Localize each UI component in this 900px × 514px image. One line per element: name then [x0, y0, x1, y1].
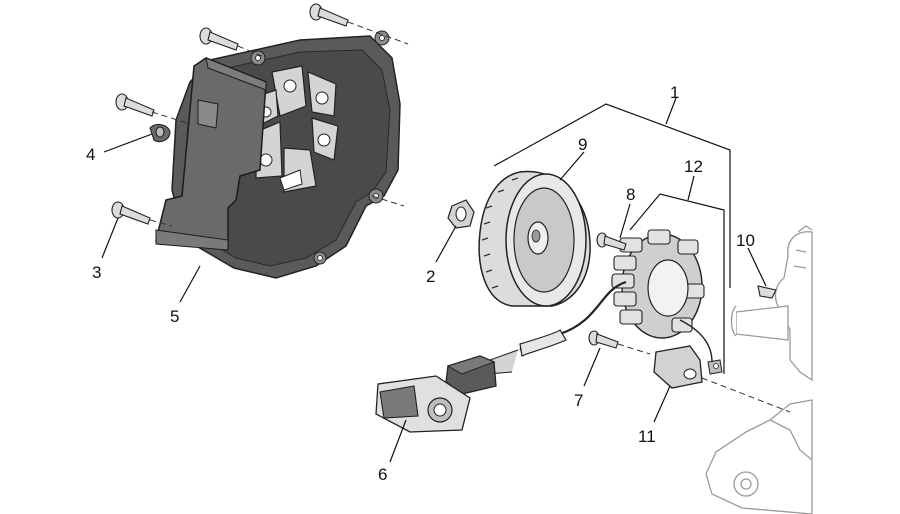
- flywheel-rotor: [478, 170, 591, 307]
- callout-labels: 1 2 3 4 5 6 7 8 9 10 11 12: [86, 83, 755, 484]
- callout-4: 4: [86, 145, 95, 164]
- rubber-grommet: [149, 123, 171, 143]
- callout-6: 6: [378, 465, 387, 484]
- group-bracket-12: [629, 175, 725, 374]
- callout-7: 7: [574, 391, 583, 410]
- stator: [611, 229, 705, 339]
- woodruff-key: [757, 285, 777, 299]
- callout-8: 8: [626, 185, 635, 204]
- stator-screws: [588, 232, 627, 349]
- callout-3: 3: [92, 263, 101, 282]
- cover-shroud: [155, 57, 267, 249]
- callout-11: 11: [638, 427, 656, 446]
- screw-top-right: [309, 3, 349, 27]
- callout-2: 2: [426, 267, 435, 286]
- cover-screws: [111, 3, 349, 225]
- nut-part: [447, 199, 475, 229]
- stator-screw-lower: [588, 330, 619, 349]
- callout-9: 9: [578, 135, 587, 154]
- group-bracket-1: [493, 97, 731, 288]
- generator-cover: [155, 30, 401, 279]
- screw-left-lower: [111, 201, 151, 225]
- cover-axis-lines: [149, 21, 409, 227]
- leader-lines: [101, 133, 767, 463]
- engine-casing: [705, 225, 813, 514]
- callout-10: 10: [736, 231, 755, 250]
- rubber-boot: [375, 375, 471, 433]
- screw-top-center: [199, 27, 239, 51]
- callout-5: 5: [170, 307, 179, 326]
- screw-left-upper: [115, 93, 155, 117]
- callout-1: 1: [670, 83, 679, 102]
- callout-12: 12: [684, 157, 703, 176]
- plug-connector: [445, 355, 497, 395]
- wiring-harness: [445, 280, 713, 395]
- pickup-sensor: [653, 345, 723, 389]
- stator-screw-upper: [596, 232, 627, 251]
